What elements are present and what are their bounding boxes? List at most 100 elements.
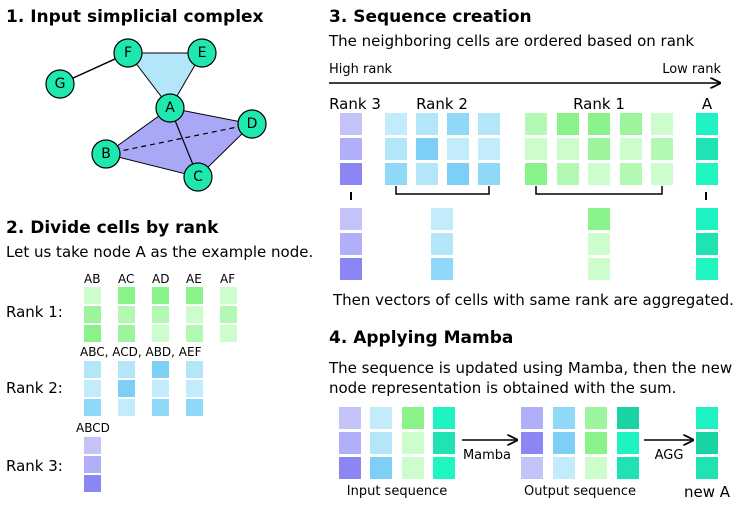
vector-cell <box>152 361 169 378</box>
section4-line1: The sequence is updated using Mamba, the… <box>328 359 732 377</box>
bracket-rank1 <box>535 186 663 195</box>
vector-cell <box>385 163 407 185</box>
seq-rank1 <box>557 113 579 185</box>
seq-rank2 <box>416 113 438 185</box>
vector-cell <box>340 208 362 230</box>
vector-rank1 <box>84 287 101 342</box>
section1-title: 1. Input simplicial complex <box>6 7 264 27</box>
vector-cell <box>696 113 718 135</box>
section4-title: 4. Applying Mamba <box>329 328 513 348</box>
node-a: A <box>155 93 185 123</box>
vector-cell <box>84 361 101 378</box>
output-node <box>617 407 639 479</box>
vector-cell <box>84 306 101 323</box>
vector-cell <box>696 407 718 429</box>
vector-cell <box>620 113 642 135</box>
vector-cell <box>186 399 203 416</box>
vector-cell <box>152 399 169 416</box>
section3-subtitle: The neighboring cells are ordered based … <box>328 32 694 50</box>
simplicial-complex: G F E A D B C <box>45 38 267 192</box>
vector-cell <box>588 208 610 230</box>
edge-bd-hidden <box>105 123 253 155</box>
seq-rank2 <box>385 113 407 185</box>
vector-rank2 <box>84 361 101 416</box>
vector-cell <box>696 208 718 230</box>
vector-stacks <box>84 113 718 492</box>
vector-cell <box>521 407 543 429</box>
vector-cell <box>433 457 455 479</box>
vector-rank2 <box>186 361 203 416</box>
vector-cell <box>431 258 453 280</box>
vector-cell <box>696 432 718 454</box>
vector-cell <box>152 306 169 323</box>
seq-rank1 <box>620 113 642 185</box>
vector-cell <box>585 457 607 479</box>
vector-cell <box>553 432 575 454</box>
vector-cell <box>557 113 579 135</box>
vector-cell <box>416 113 438 135</box>
vector-rank2 <box>118 361 135 416</box>
vector-cell <box>696 457 718 479</box>
vector-cell <box>620 163 642 185</box>
vector-cell <box>431 208 453 230</box>
vector-cell <box>152 380 169 397</box>
vector-cell <box>478 113 500 135</box>
vector-cell <box>553 407 575 429</box>
vector-cell <box>370 457 392 479</box>
vector-cell <box>186 287 203 304</box>
vector-cell <box>696 163 718 185</box>
vector-rank1 <box>152 287 169 342</box>
input-node <box>433 407 455 479</box>
agg-rank2 <box>431 208 453 280</box>
vector-cell <box>186 361 203 378</box>
group-label-rank2: Rank 2 <box>416 95 468 113</box>
node-f: F <box>113 38 143 68</box>
node-b: B <box>91 139 121 169</box>
vector-cell <box>617 432 639 454</box>
svg-text:D: D <box>247 116 258 132</box>
seq-rank1 <box>588 113 610 185</box>
vector-cell <box>617 457 639 479</box>
section3-title: 3. Sequence creation <box>329 7 532 27</box>
group-label-a: A <box>702 95 713 113</box>
cell-label-ac: AC <box>118 272 134 286</box>
vector-cell <box>651 113 673 135</box>
node-c: C <box>183 162 213 192</box>
vector-cell <box>370 407 392 429</box>
vector-cell <box>416 138 438 160</box>
vector-cell <box>588 233 610 255</box>
vector-cell <box>118 325 135 342</box>
vector-cell <box>433 407 455 429</box>
vector-cell <box>557 163 579 185</box>
input-rank2 <box>370 407 392 479</box>
vector-cell <box>118 380 135 397</box>
section2-subtitle: Let us take node A as the example node. <box>6 243 313 261</box>
svg-text:B: B <box>101 146 111 162</box>
high-rank-label: High rank <box>329 62 393 77</box>
vector-cell <box>118 287 135 304</box>
vector-cell <box>696 233 718 255</box>
vector-cell <box>402 457 424 479</box>
vector-cell <box>553 457 575 479</box>
vector-cell <box>220 306 237 323</box>
vector-cell <box>585 407 607 429</box>
vector-cell <box>118 399 135 416</box>
vector-cell <box>478 138 500 160</box>
cell-label-abcd: ABCD <box>76 421 110 435</box>
agg-node-a <box>696 208 718 280</box>
vector-cell <box>370 432 392 454</box>
svg-text:A: A <box>165 100 175 116</box>
svg-text:E: E <box>198 45 207 61</box>
vector-cell <box>339 457 361 479</box>
vector-cell <box>340 163 362 185</box>
vector-cell <box>588 138 610 160</box>
output-rank2 <box>553 407 575 479</box>
vector-cell <box>220 287 237 304</box>
vector-cell <box>385 138 407 160</box>
agg-rank1 <box>588 208 610 280</box>
vector-cell <box>588 258 610 280</box>
vector-cell <box>340 258 362 280</box>
vector-cell <box>118 361 135 378</box>
vector-rank2 <box>152 361 169 416</box>
